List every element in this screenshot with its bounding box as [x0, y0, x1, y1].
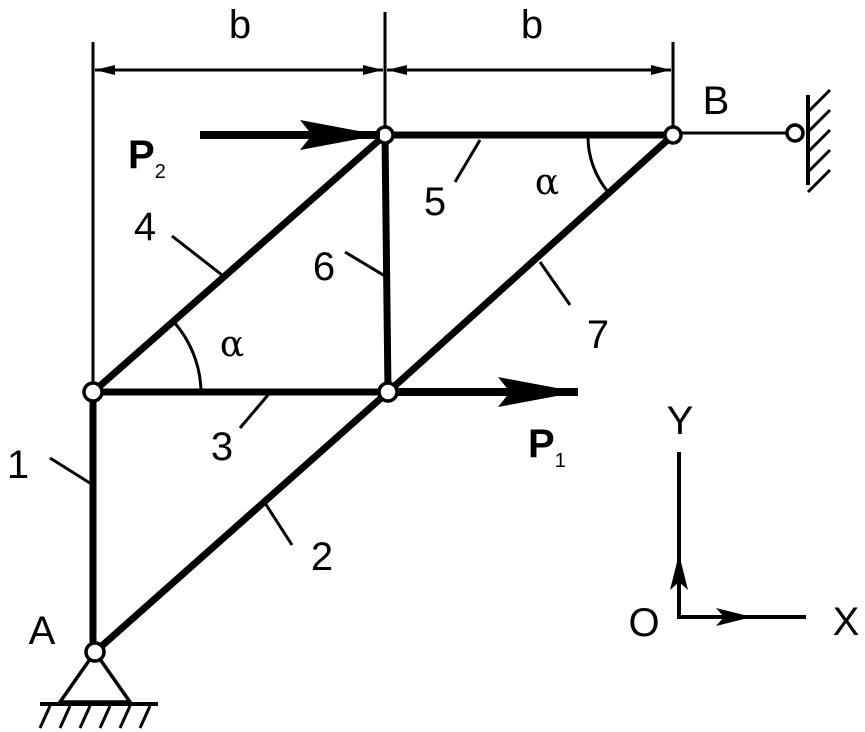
member-4-leader [171, 234, 223, 277]
member-5-label: 5 [424, 180, 446, 224]
dimension-label-right: b [521, 3, 543, 47]
support-b-pin [785, 123, 805, 143]
support-a-hatching [38, 705, 152, 729]
force-p1-label: P1 [528, 422, 566, 472]
angle-label-upper: α [535, 162, 559, 203]
angle-arc-upper [586, 134, 611, 194]
member-1-leader [49, 456, 94, 487]
force-p1: P1 [396, 377, 578, 472]
joint-left [82, 381, 104, 403]
member-labels: 1 2 3 4 5 6 7 [7, 139, 609, 579]
member-2-leader [263, 502, 294, 546]
member-7-leader [538, 261, 572, 306]
y-axis-label: Y [667, 399, 694, 443]
origin-label: O [628, 601, 659, 645]
node-b-label: B [703, 79, 730, 123]
member-3-leader [238, 394, 270, 429]
member-3-label: 3 [211, 425, 233, 469]
force-p2-symbol: P [128, 133, 155, 177]
coordinate-axes: Y X O [628, 399, 859, 645]
member-6-label: 6 [313, 245, 335, 289]
member-2-label: 2 [311, 535, 333, 579]
member-4-label: 4 [134, 205, 156, 249]
truss-members [89, 131, 677, 656]
joint-a [84, 641, 106, 663]
joint-b [663, 125, 683, 145]
angle-label-lower: α [220, 324, 244, 365]
force-p2-subscript: 2 [155, 161, 166, 183]
support-a [38, 648, 158, 729]
joints [82, 125, 683, 663]
member-2-bar [91, 388, 392, 656]
joint-center [377, 381, 399, 403]
member-7-bar [384, 131, 677, 396]
dimension-label-left: b [229, 3, 251, 47]
force-p1-symbol: P [528, 422, 555, 466]
member-4-bar [89, 131, 389, 396]
member-6-leader [344, 250, 386, 278]
dimension-lines: b b [91, 3, 675, 392]
angle-markers: α α [171, 134, 611, 393]
node-a-label: A [29, 609, 56, 653]
angle-arc-lower [171, 319, 203, 393]
support-b-hatching [806, 88, 832, 194]
support-b [673, 88, 832, 194]
force-p1-subscript: 1 [555, 450, 566, 472]
force-p2-label: P2 [128, 133, 166, 183]
force-p2: P2 [128, 120, 380, 183]
member-5-leader [453, 139, 482, 183]
member-7-label: 7 [587, 313, 609, 357]
x-axis-label: X [833, 600, 860, 644]
member-6-bar [381, 131, 392, 396]
member-1-label: 1 [7, 443, 29, 487]
